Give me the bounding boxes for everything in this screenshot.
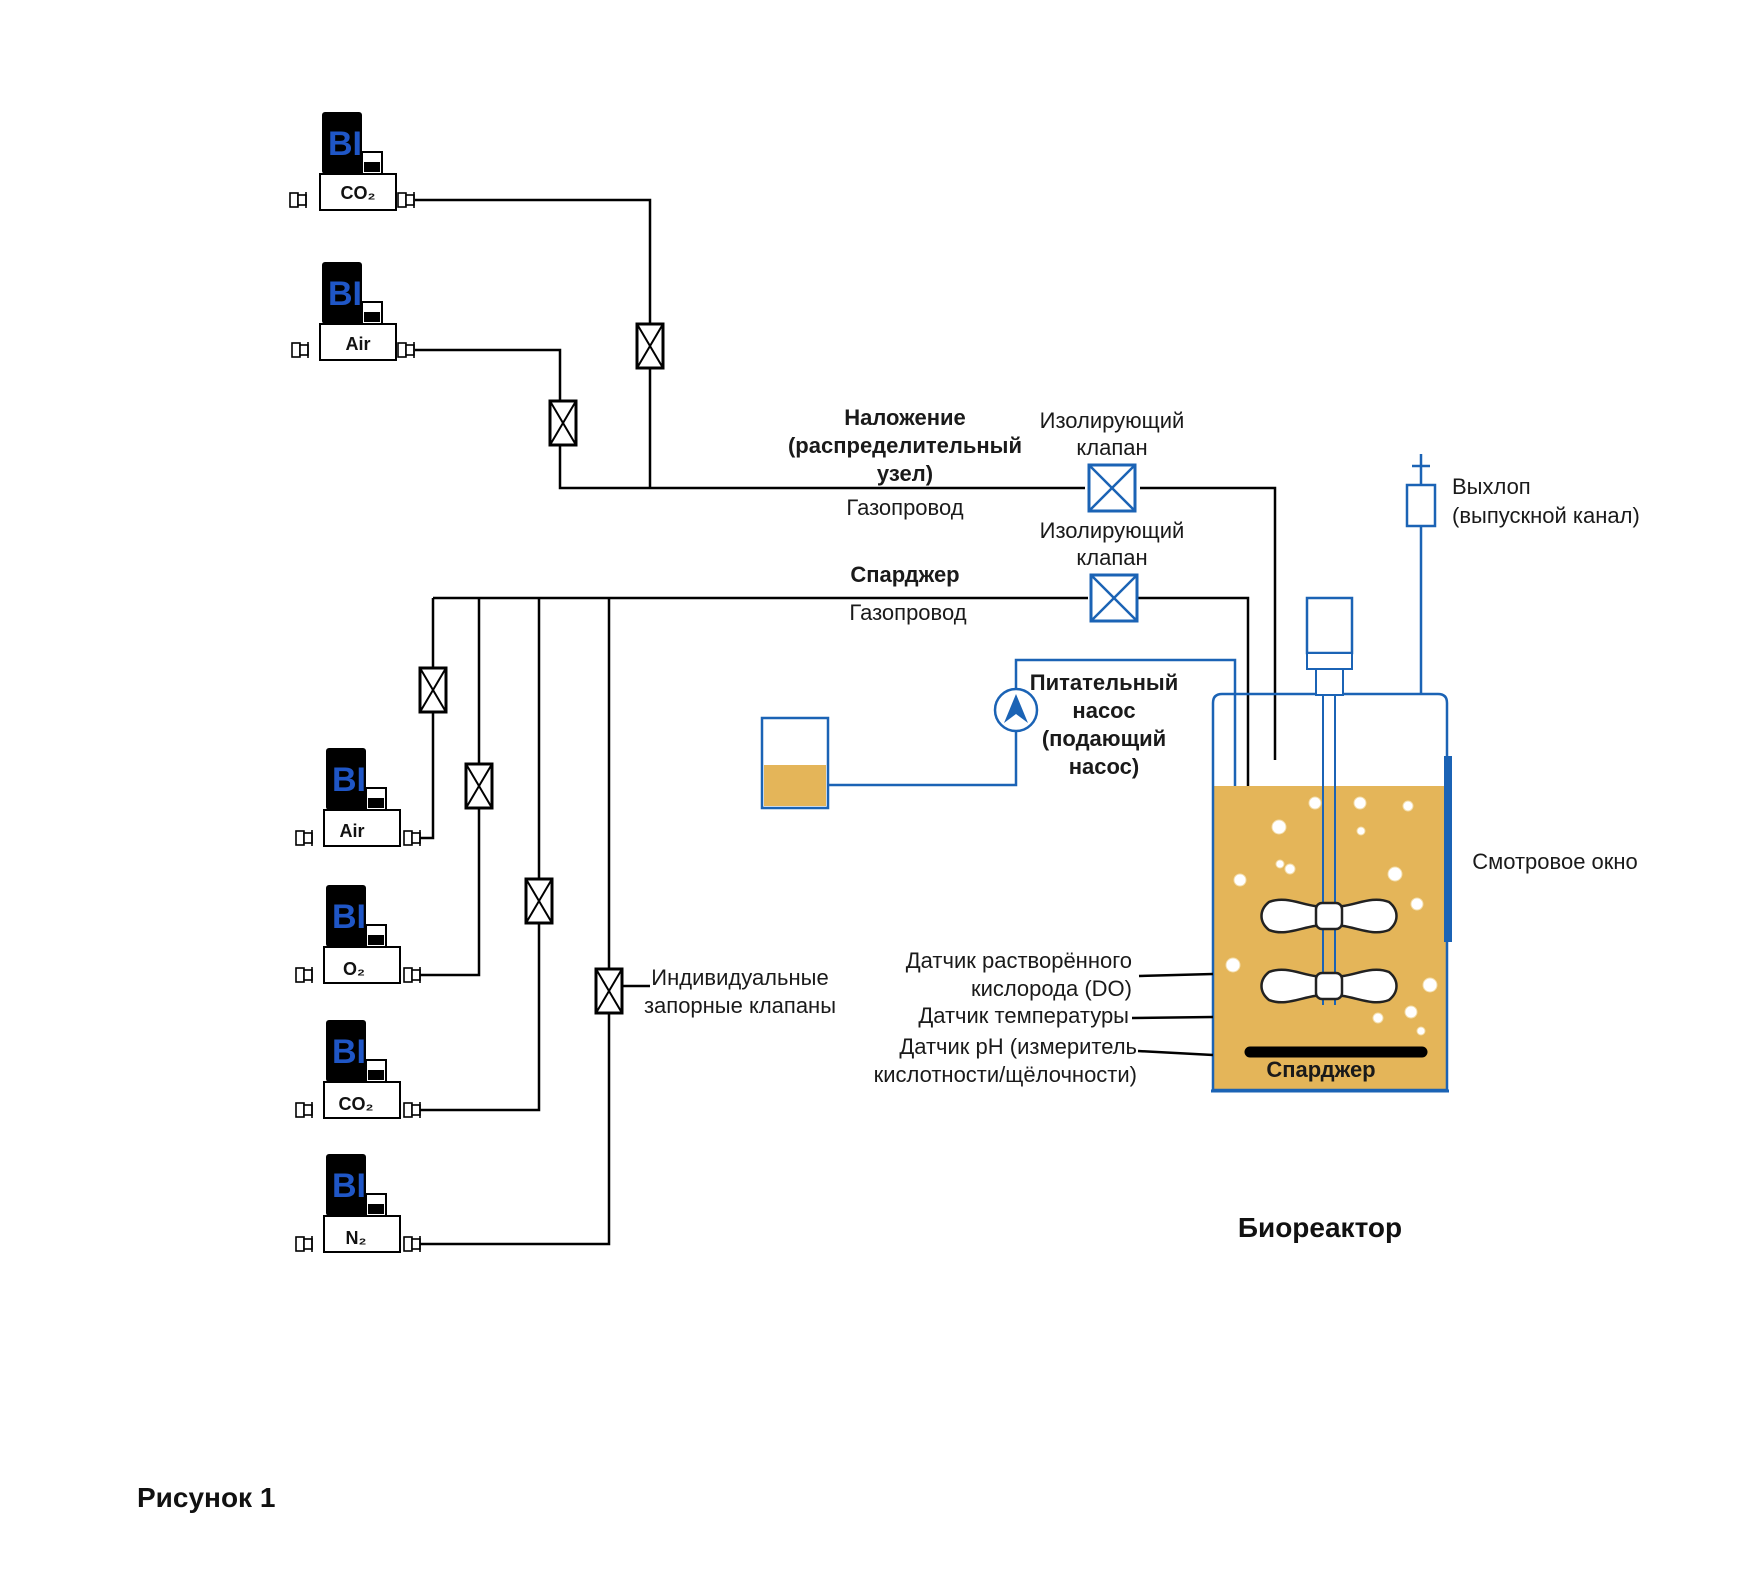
figure-caption: Рисунок 1	[137, 1482, 275, 1513]
exhaust-label: Выхлоп (выпускной канал)	[1452, 474, 1640, 528]
svg-text:клапан: клапан	[1076, 545, 1147, 570]
mfc-air-bottom: BI Air	[323, 747, 401, 847]
isolation-valve-icon	[1089, 573, 1139, 623]
shutoff-valve-icon	[548, 399, 578, 447]
mfc-n2: BI N₂	[323, 1153, 401, 1253]
fitting-icon	[295, 966, 313, 984]
mfc-co2-top: BI CO₂	[319, 111, 397, 211]
sensor-ph-label: Датчик pH (измеритель кислотности/щёлочн…	[874, 1034, 1137, 1087]
feed-pump-label: Питательный насос (подающий насос)	[1030, 670, 1178, 779]
svg-text:Питательный: Питательный	[1030, 670, 1178, 695]
svg-text:(подающий: (подающий	[1042, 726, 1166, 751]
svg-text:узел): узел)	[877, 461, 933, 486]
mfc-gas-label: CO₂	[341, 183, 376, 203]
bioreactor-title: Биореактор	[1238, 1212, 1402, 1243]
mfc-gas-label: Air	[339, 821, 364, 841]
impeller-icon	[1260, 898, 1398, 934]
svg-text:Изолирующий: Изолирующий	[1040, 518, 1185, 543]
fitting-icon	[397, 191, 415, 209]
fitting-icon	[403, 1235, 421, 1253]
isolation-valve-label: Изолирующий клапан	[1040, 408, 1185, 460]
mfc-brand-label: BI	[328, 275, 362, 313]
bubbles	[1225, 796, 1438, 1036]
mfc-gas-label: O₂	[343, 959, 365, 979]
bioreactor-vessel	[1211, 692, 1449, 1093]
fitting-icon	[403, 829, 421, 847]
sensor-lines	[1131, 972, 1214, 1057]
sensor-do-label: Датчик растворённого кислорода (DO)	[906, 948, 1132, 1001]
fitting-icon	[295, 829, 313, 847]
mfc-brand-label: BI	[332, 1167, 366, 1205]
overlay-line-title: Наложение (распределительный узел)	[788, 405, 1022, 486]
mfc-gas-label: CO₂	[339, 1094, 374, 1114]
shutoff-valve-icon	[635, 322, 665, 370]
mfc-co2-bottom: BI CO₂	[323, 1019, 401, 1119]
sparger-line-title: Спарджер	[850, 562, 959, 587]
overlay-line-subtitle: Газопровод	[846, 495, 963, 520]
svg-text:Наложение: Наложение	[844, 405, 966, 430]
fitting-icon	[291, 341, 309, 359]
svg-text:Выхлоп: Выхлоп	[1452, 474, 1531, 499]
svg-text:Изолирующий: Изолирующий	[1040, 408, 1185, 433]
shutoff-valve-icon	[524, 877, 554, 925]
feed-line	[828, 658, 1237, 812]
svg-text:Датчик pH (измеритель: Датчик pH (измеритель	[899, 1034, 1137, 1059]
isolation-valve-label-2: Изолирующий клапан	[1040, 518, 1185, 570]
shutoff-valve-icon	[418, 666, 448, 714]
agitator-motor	[1305, 596, 1354, 1005]
isolation-valve-icon	[1087, 463, 1137, 513]
mfc-gas-label: Air	[345, 334, 370, 354]
svg-text:(распределительный: (распределительный	[788, 433, 1022, 458]
feed-pump-icon	[993, 687, 1039, 733]
shutoff-valves-label: Индивидуальные запорные клапаны	[644, 965, 836, 1018]
exhaust-line	[1405, 454, 1437, 694]
svg-text:кислотности/щёлочности): кислотности/щёлочности)	[874, 1062, 1137, 1087]
fitting-icon	[403, 1101, 421, 1119]
mfc-brand-label: BI	[328, 125, 362, 163]
sensor-temp-label: Датчик температуры	[918, 1003, 1129, 1028]
feed-tank	[760, 716, 830, 810]
mfc-brand-label: BI	[332, 1033, 366, 1071]
svg-text:Датчик растворённого: Датчик растворённого	[906, 948, 1132, 973]
impeller-icon	[1260, 968, 1398, 1004]
mfc-brand-label: BI	[332, 761, 366, 799]
sparger-inside-label: Спарджер	[1266, 1057, 1375, 1082]
svg-text:насос): насос)	[1069, 754, 1139, 779]
sparger-line-subtitle: Газопровод	[849, 600, 966, 625]
sight-window-label: Смотровое окно	[1472, 849, 1638, 874]
fitting-icon	[295, 1101, 313, 1119]
fitting-icon	[403, 966, 421, 984]
mfc-air-top: BI Air	[319, 261, 397, 361]
fitting-icon	[295, 1235, 313, 1253]
svg-text:клапан: клапан	[1076, 435, 1147, 460]
svg-text:кислорода (DO): кислорода (DO)	[971, 976, 1132, 1001]
fitting-icon	[289, 191, 307, 209]
shutoff-valve-icon	[464, 762, 494, 810]
mfc-gas-label: N₂	[346, 1228, 367, 1248]
shutoff-valve-icon	[594, 967, 624, 1015]
mfc-brand-label: BI	[332, 898, 366, 936]
mfc-o2: BI O₂	[323, 884, 401, 984]
svg-text:запорные клапаны: запорные клапаны	[644, 993, 836, 1018]
svg-text:насос: насос	[1072, 698, 1135, 723]
svg-text:(выпускной канал): (выпускной канал)	[1452, 503, 1640, 528]
svg-text:Индивидуальные: Индивидуальные	[651, 965, 828, 990]
fitting-icon	[397, 341, 415, 359]
